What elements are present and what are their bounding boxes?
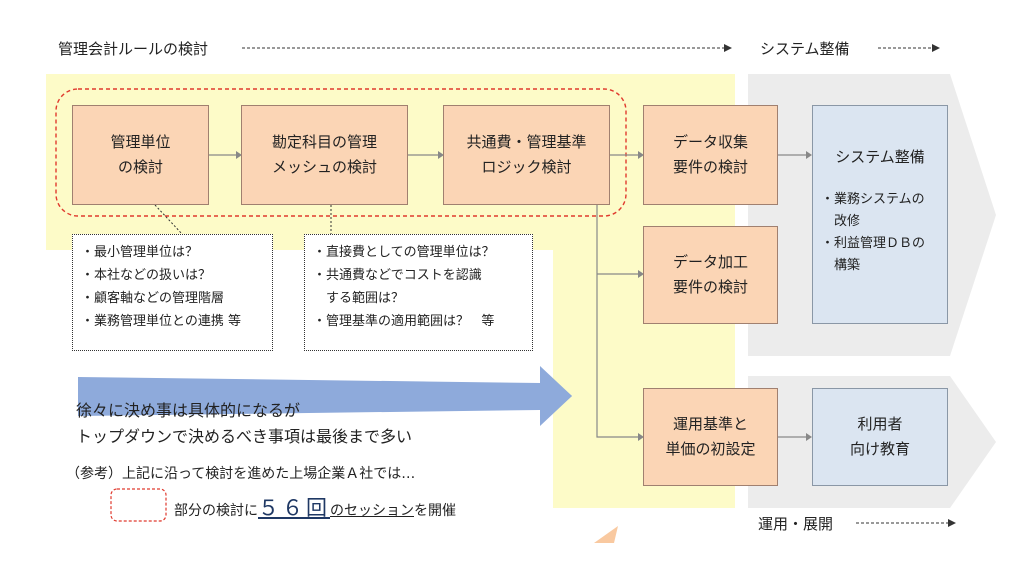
- session-count: ５６回: [258, 496, 330, 520]
- note-item: ・共通費などでコストを認識: [313, 268, 482, 283]
- box-system-setup: システム整備 ・業務システムの 改修 ・利益管理ＤＢの 構築: [812, 105, 948, 324]
- decorative-mark: [594, 526, 618, 543]
- system-setup-title: システム整備: [835, 148, 925, 166]
- box-management-unit: 管理単位の検討: [72, 105, 209, 205]
- arrow-caption: 徐々に決め事は具体的になるが トップダウンで決めるべき事項は最後まで多い: [76, 401, 413, 446]
- box-account-mesh: 勘定科目の管理メッシュの検討: [241, 105, 408, 205]
- system-item: ・業務システムの: [821, 192, 925, 207]
- system-item: 構築: [821, 258, 861, 273]
- note-item: ・最小管理単位は？: [81, 245, 199, 260]
- box-common-cost-logic: 共通費・管理基準ロジック検討: [443, 105, 610, 205]
- note-item: する範囲は？: [313, 291, 405, 306]
- note-common-cost: ・直接費としての管理単位は？ ・共通費などでコストを認識 する範囲は？ ・管理基…: [304, 234, 533, 351]
- operation-rollout-label: 運用・展開: [758, 515, 834, 533]
- legend-dashed-box: [110, 488, 167, 522]
- note-suffix: 等: [228, 314, 242, 329]
- system-item: ・利益管理ＤＢの: [821, 236, 926, 251]
- reference-sessions: 部分の検討に５６回のセッションを開催: [174, 496, 456, 520]
- box-data-collection: データ収集要件の検討: [643, 105, 778, 205]
- highlight-dashed-frame: [55, 88, 627, 217]
- rule-review-label: 管理会計ルールの検討: [58, 40, 209, 58]
- note-item: ・管理基準の適用範囲は？: [313, 314, 470, 329]
- system-setup-label: システム整備: [760, 40, 850, 58]
- note-item: ・直接費としての管理単位は？: [313, 245, 495, 260]
- note-suffix: 等: [481, 314, 495, 329]
- note-item: ・業務管理単位との連携: [81, 314, 224, 329]
- note-item: ・本社などの扱いは？: [81, 268, 212, 283]
- box-user-education: 利用者向け教育: [812, 388, 948, 486]
- note-management-unit: ・最小管理単位は？ ・本社などの扱いは？ ・顧客軸などの管理階層 ・業務管理単位…: [72, 234, 273, 351]
- reference-line: （参考）上記に沿って検討を進めた上場企業Ａ社では…: [66, 466, 416, 482]
- box-operation-standards: 運用基準と単価の初設定: [643, 388, 778, 486]
- box-data-processing: データ加工要件の検討: [643, 226, 778, 324]
- progress-arrow-body: [78, 366, 572, 426]
- note-item: ・顧客軸などの管理階層: [81, 291, 225, 306]
- system-item: 改修: [821, 214, 861, 229]
